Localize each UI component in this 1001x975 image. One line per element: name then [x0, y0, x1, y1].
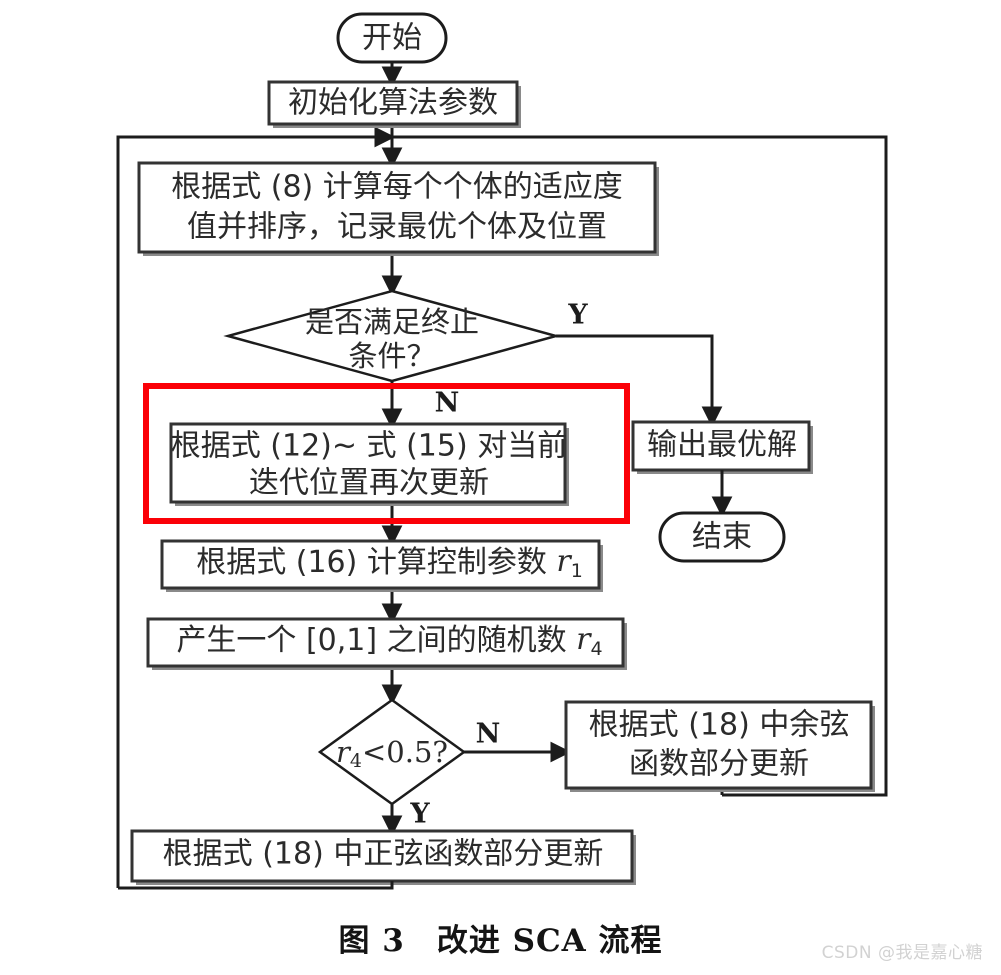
node-terminate-decision: 是否满足终止 条件？	[223, 289, 561, 383]
svg-text:产生一个 [0,1] 之间的随机数 r4: 产生一个 [0,1] 之间的随机数 r4	[91, 622, 670, 666]
node-control-sub: 1	[571, 560, 583, 582]
node-end-label: 结束	[692, 520, 752, 555]
node-r4-tail: <0.5?	[362, 735, 448, 769]
figure-caption: 图 3 改进 SCA 流程	[338, 923, 663, 959]
branch-label-terminate-no: N	[435, 388, 460, 419]
node-end: 结束	[658, 511, 786, 563]
node-cosine-label-line2: 函数部分更新	[629, 747, 809, 782]
node-update-label-line1: 根据式 (12)~ 式 (15) 对当前	[171, 429, 567, 464]
node-random-sub: 4	[591, 638, 603, 660]
node-r4-sub: 4	[350, 750, 362, 772]
connector-terminate-yes	[556, 334, 723, 428]
svg-text:r4<0.5?: r4<0.5?	[336, 735, 448, 772]
connector-outer-right-rail	[390, 135, 888, 797]
node-r4-var: r	[336, 735, 352, 769]
node-start: 开始	[336, 12, 448, 64]
node-fitness-label-line1: 根据式 (8) 计算每个个体的适应度	[171, 170, 623, 205]
node-init-label: 初始化算法参数	[288, 86, 498, 121]
branch-label-r4-yes: Y	[409, 799, 430, 830]
node-sine-label: 根据式 (18) 中正弦函数部分更新	[163, 837, 604, 872]
node-terminate-label-line1: 是否满足终止	[305, 305, 479, 339]
node-cosine-update: 根据式 (18) 中余弦 函数部分更新	[564, 700, 875, 792]
node-control-var: r	[556, 544, 572, 579]
node-update-label-line2: 迭代位置再次更新	[249, 466, 489, 501]
node-fitness-label-line2: 值并排序，记录最优个体及位置	[187, 210, 607, 245]
connector-loop-back	[116, 126, 396, 890]
node-output: 输出最优解	[631, 420, 813, 474]
node-random-var: r	[576, 622, 592, 657]
node-cosine-label-line1: 根据式 (18) 中余弦	[589, 708, 850, 743]
node-init: 初始化算法参数	[267, 80, 521, 128]
watermark: CSDN @我是嘉心糖	[821, 943, 983, 963]
branch-label-terminate-yes: Y	[567, 300, 588, 331]
highlight-box	[143, 383, 630, 524]
node-random-label: 产生一个 [0,1] 之间的随机数	[176, 623, 576, 658]
node-random-number: 产生一个 [0,1] 之间的随机数 r4	[91, 617, 670, 670]
node-sine-update: 根据式 (18) 中正弦函数部分更新	[130, 829, 636, 885]
node-terminate-label-line2: 条件？	[348, 339, 435, 373]
node-r4-decision: r4<0.5?	[317, 698, 467, 806]
node-update-12-15: 根据式 (12)~ 式 (15) 对当前 迭代位置再次更新	[169, 422, 569, 506]
svg-text:根据式 (16) 计算控制参数 r1: 根据式 (16) 计算控制参数 r1	[110, 544, 649, 588]
node-start-label: 开始	[362, 21, 422, 56]
node-fitness: 根据式 (8) 计算每个个体的适应度 值并排序，记录最优个体及位置	[137, 161, 659, 256]
connector-sine-to-loop	[144, 881, 394, 890]
node-output-label: 输出最优解	[647, 428, 797, 463]
node-control-label: 根据式 (16) 计算控制参数	[196, 545, 556, 580]
branch-label-r4-no: N	[476, 719, 501, 750]
node-control-param: 根据式 (16) 计算控制参数 r1	[110, 539, 649, 592]
